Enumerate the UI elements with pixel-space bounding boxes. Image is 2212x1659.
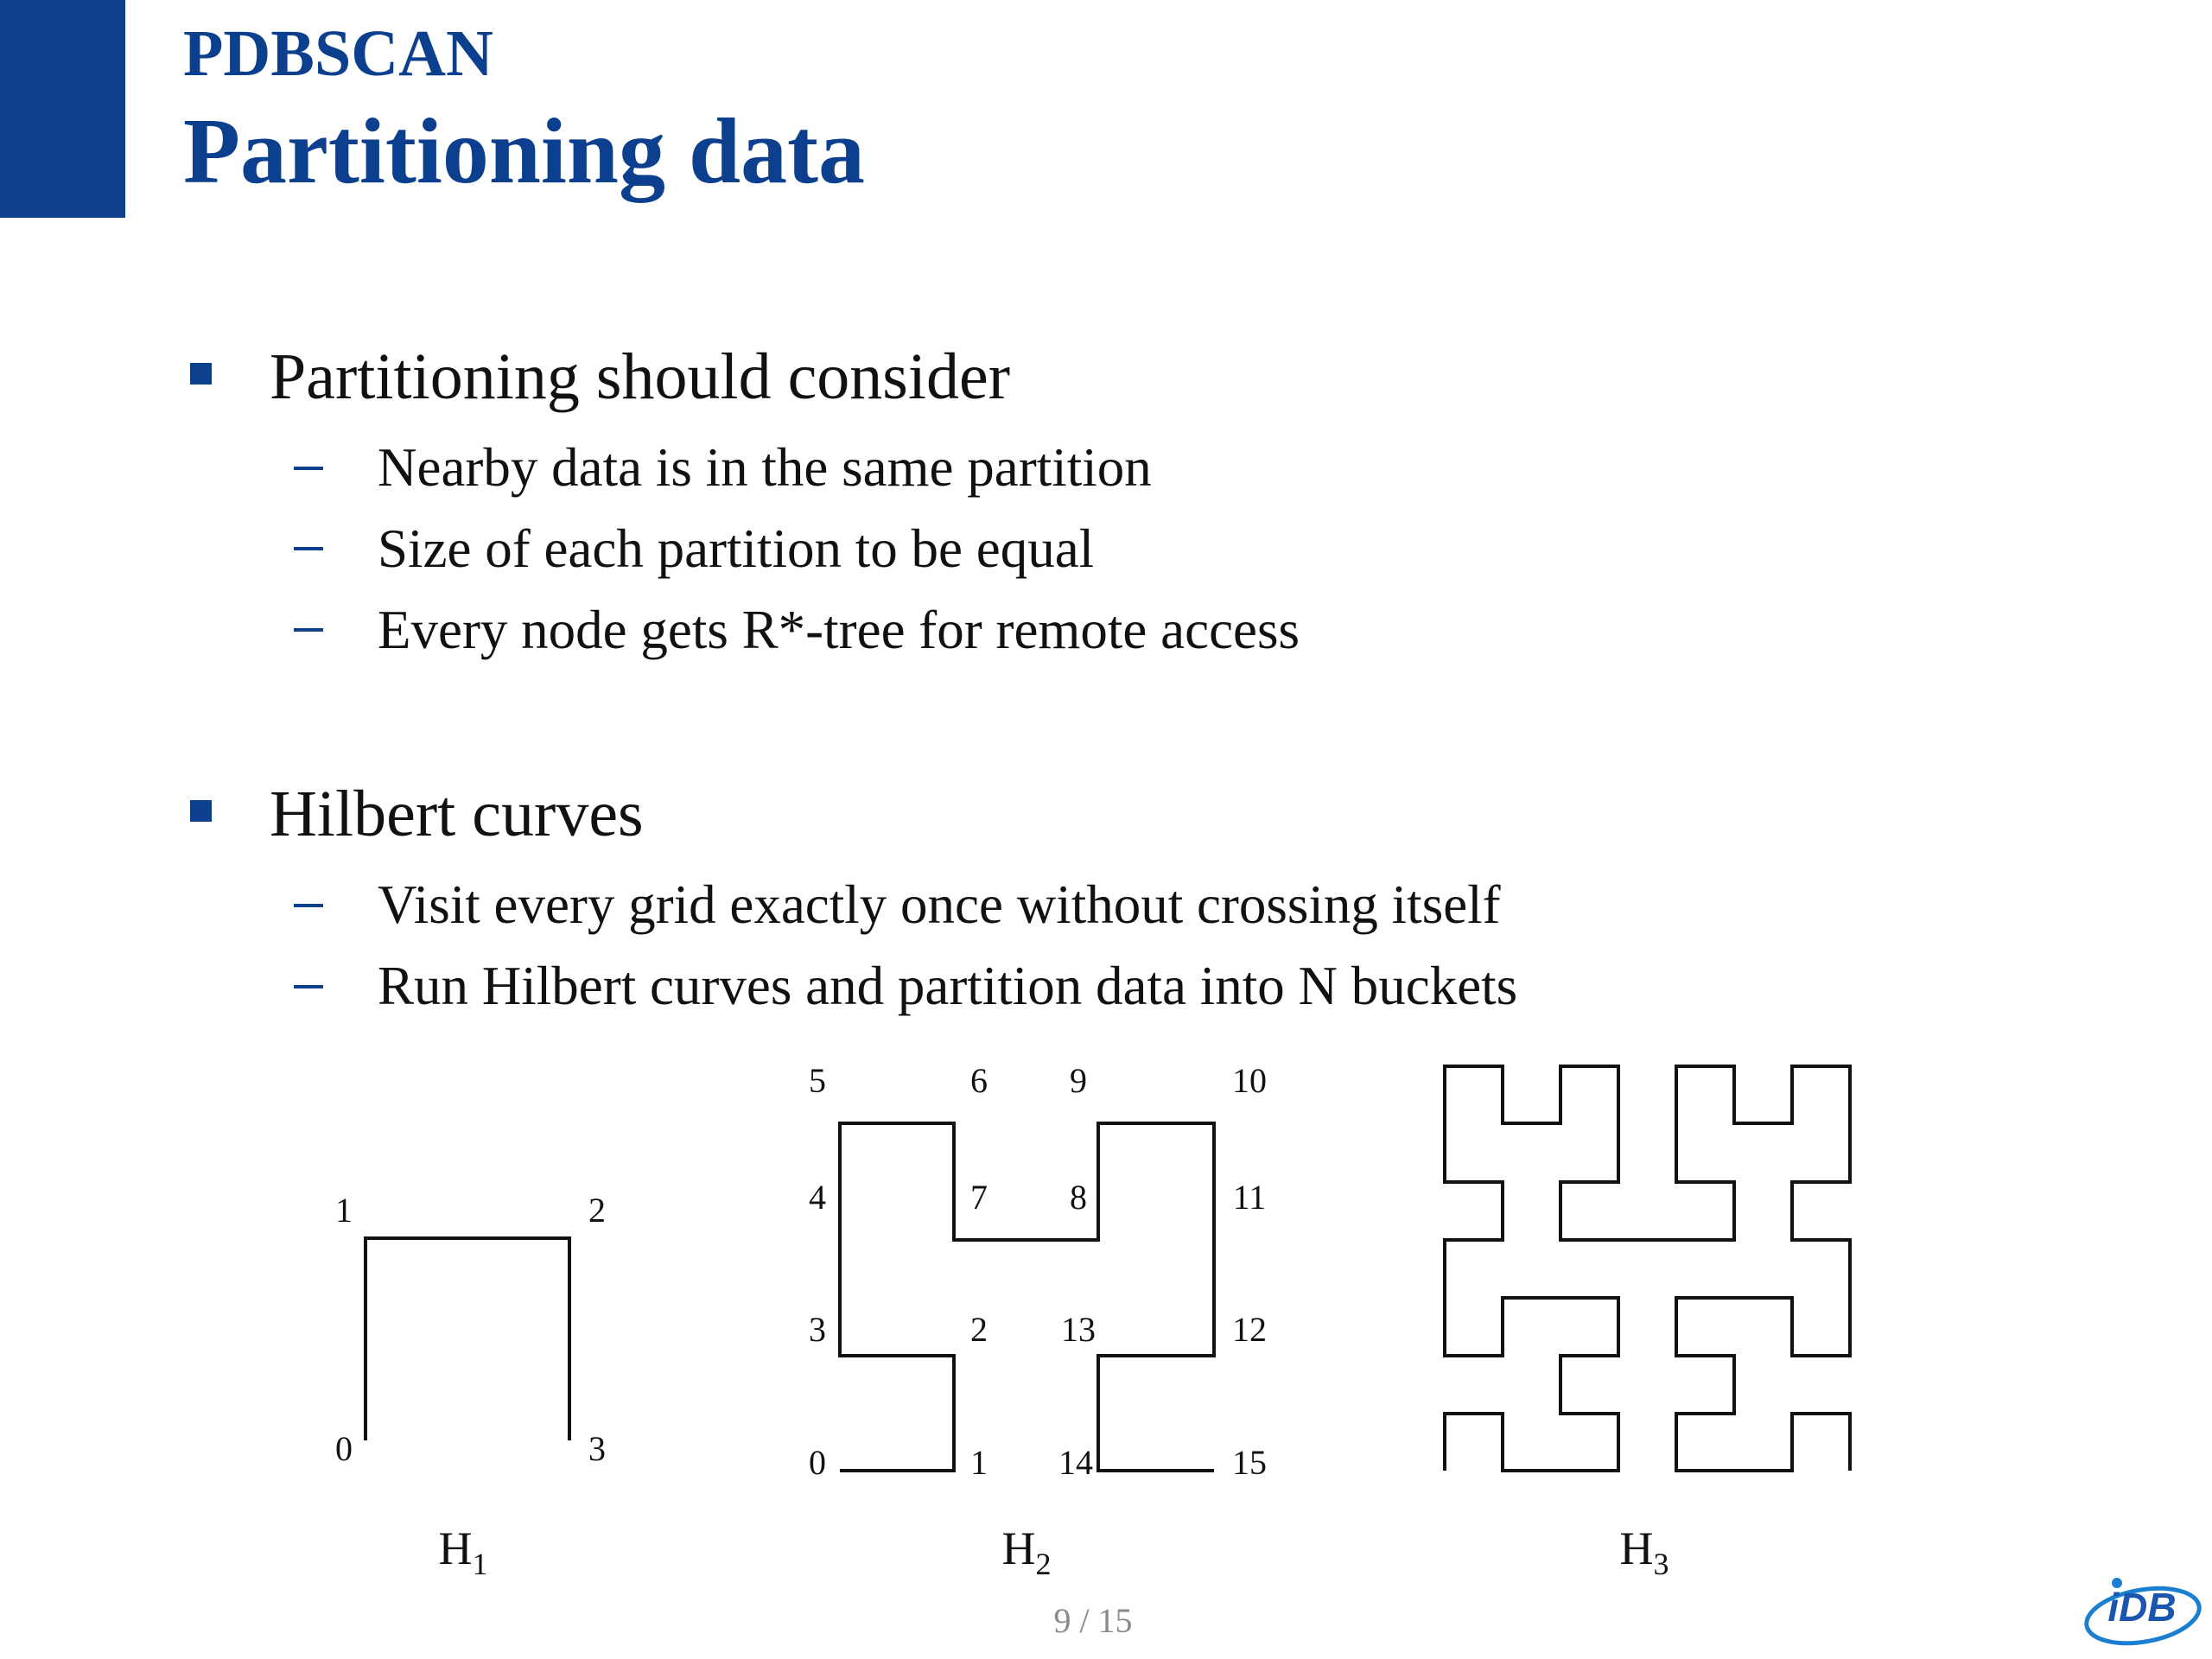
h3-caption: H3 [1620, 1522, 1669, 1581]
square-bullet-icon [190, 800, 212, 822]
header-accent-block [0, 0, 125, 218]
bullet-text: Partitioning should consider [270, 340, 1011, 413]
hilbert-curve-h2 [838, 1122, 1216, 1472]
h1-label: 1 [335, 1191, 353, 1230]
h1-caption: H1 [439, 1522, 488, 1581]
section-title: PDBSCAN [183, 17, 493, 90]
h2-label: 15 [1232, 1443, 1267, 1482]
sub-bullet-text: Every node gets R*-tree for remote acces… [378, 600, 1300, 660]
h1-label: 0 [335, 1429, 353, 1468]
sub-bullet-text: Run Hilbert curves and partition data in… [378, 956, 1518, 1016]
sub-bullet-text: Nearby data is in the same partition [378, 437, 1152, 498]
page-title: Partitioning data [183, 100, 866, 203]
h2-label: 0 [809, 1443, 826, 1482]
h2-caption: H2 [1002, 1522, 1052, 1581]
h2-label: 5 [809, 1061, 826, 1100]
square-bullet-icon [190, 363, 212, 385]
h2-label: 13 [1061, 1310, 1096, 1349]
dash-bullet-icon [294, 985, 323, 988]
h2-label: 9 [1070, 1061, 1087, 1100]
h2-label: 3 [809, 1310, 826, 1349]
bullet-text: Hilbert curves [270, 778, 644, 850]
dash-bullet-icon [294, 628, 323, 632]
logo-text: iDB [2107, 1585, 2176, 1630]
hilbert-curve-h1 [364, 1236, 571, 1440]
page-number: 9 / 15 [1053, 1601, 1133, 1640]
h2-label: 6 [970, 1061, 988, 1100]
h1-label: 3 [588, 1429, 606, 1468]
dash-bullet-icon [294, 904, 323, 907]
hilbert-curve-h3 [1443, 1065, 1852, 1472]
h2-label: 7 [970, 1178, 988, 1217]
h2-label: 12 [1232, 1310, 1267, 1349]
sub-bullet-text: Visit every grid exactly once without cr… [378, 874, 1501, 935]
h2-label: 2 [970, 1310, 988, 1349]
h2-label: 4 [809, 1178, 826, 1217]
dash-bullet-icon [294, 467, 323, 470]
h2-label: 14 [1058, 1443, 1093, 1482]
h2-label: 10 [1232, 1061, 1267, 1100]
h1-label: 2 [588, 1191, 606, 1230]
h2-label: 8 [1070, 1178, 1087, 1217]
h2-label: 11 [1233, 1178, 1267, 1217]
dash-bullet-icon [294, 547, 323, 550]
sub-bullet-text: Size of each partition to be equal [378, 518, 1095, 579]
idb-logo-icon: iDB [2084, 1578, 2202, 1646]
h2-label: 1 [970, 1443, 988, 1482]
